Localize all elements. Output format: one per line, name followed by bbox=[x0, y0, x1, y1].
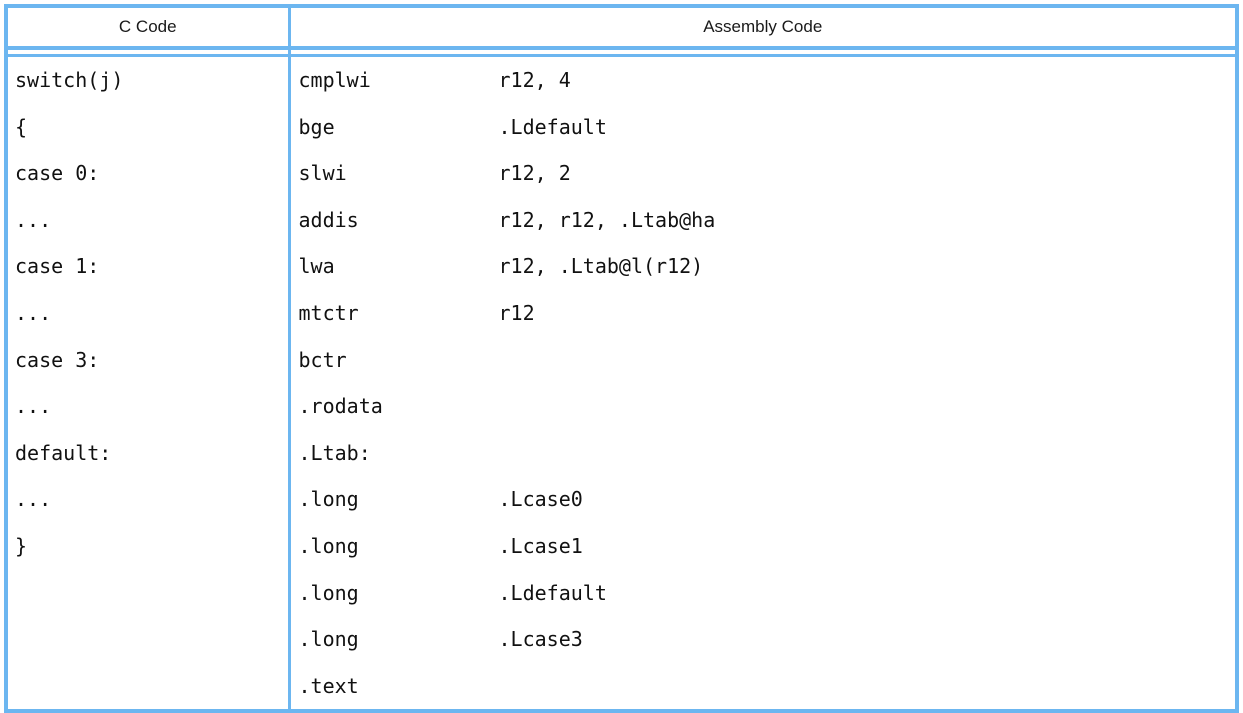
column-header-assembly-code: Assembly Code bbox=[289, 6, 1237, 50]
assembly-mnemonic: bctr bbox=[298, 347, 347, 372]
assembly-code-line: .long .Lcase1 bbox=[291, 523, 1236, 570]
assembly-mnemonic: .long bbox=[298, 580, 359, 605]
c-code-line bbox=[8, 570, 288, 617]
c-code-line-list: switch(j) { case 0:... case 1:... case 3:...… bbox=[8, 57, 288, 709]
c-code-line: ... bbox=[15, 394, 52, 419]
assembly-code-line: addis r12, r12, .Ltab@ha bbox=[291, 197, 1236, 244]
code-comparison-table-container: C Code Assembly Code switch(j) { case 0:..… bbox=[4, 4, 1239, 713]
header-rule-c-code bbox=[6, 48, 291, 57]
c-code-line: switch(j) bbox=[15, 68, 124, 92]
cell-c-code: switch(j) { case 0:... case 1:... case 3:...… bbox=[6, 55, 291, 712]
column-header-c-code: C Code bbox=[6, 6, 291, 50]
assembly-operands: .Ldefault bbox=[498, 114, 607, 139]
assembly-mnemonic: .Ltab: bbox=[298, 440, 371, 465]
c-code-line: default: bbox=[15, 440, 112, 465]
assembly-operands: r12, .Ltab@l(r12) bbox=[498, 254, 704, 279]
c-code-line: case 0: bbox=[15, 161, 100, 186]
assembly-operands: .Lcase0 bbox=[498, 487, 583, 512]
assembly-line-content: .text bbox=[291, 663, 1236, 710]
assembly-code-line: bctr bbox=[291, 337, 1236, 384]
c-code-line bbox=[8, 616, 288, 663]
assembly-mnemonic: lwa bbox=[298, 254, 335, 279]
assembly-mnemonic: .long bbox=[298, 487, 359, 512]
assembly-line-content: .long .Ldefault bbox=[291, 570, 1236, 617]
assembly-operands: .Lcase3 bbox=[498, 627, 583, 652]
c-code-line: ... bbox=[15, 487, 52, 512]
assembly-line-content: .long .Lcase1 bbox=[291, 523, 1236, 570]
assembly-code-line-list: cmplwi r12, 4 bge .Ldefault slwi r12, 2 addis r… bbox=[291, 57, 1236, 709]
assembly-line-content: cmplwi r12, 4 bbox=[291, 57, 1236, 104]
assembly-code-line: .rodata bbox=[291, 383, 1236, 430]
assembly-line-content: slwi r12, 2 bbox=[291, 150, 1236, 197]
assembly-code-line: slwi r12, 2 bbox=[291, 150, 1236, 197]
assembly-mnemonic: bge bbox=[298, 114, 335, 139]
assembly-operands: r12, 4 bbox=[498, 68, 571, 92]
assembly-line-content: addis r12, r12, .Ltab@ha bbox=[291, 197, 1236, 244]
assembly-line-content: bge .Ldefault bbox=[291, 104, 1236, 151]
c-code-line: { bbox=[15, 114, 28, 139]
assembly-line-content: mtctr r12 bbox=[291, 290, 1236, 337]
assembly-operands: .Ldefault bbox=[498, 580, 607, 605]
header-double-rule bbox=[6, 48, 1237, 57]
assembly-code-line: .long .Lcase0 bbox=[291, 476, 1236, 523]
assembly-mnemonic: .text bbox=[298, 673, 359, 698]
assembly-mnemonic: slwi bbox=[298, 161, 347, 186]
assembly-mnemonic: .long bbox=[298, 627, 359, 652]
cell-assembly-code: cmplwi r12, 4 bge .Ldefault slwi r12, 2 addis r… bbox=[289, 55, 1237, 712]
c-code-line: ... bbox=[15, 300, 52, 325]
assembly-code-line: .long .Lcase3 bbox=[291, 616, 1236, 663]
table-header: C Code Assembly Code bbox=[6, 6, 1237, 57]
assembly-mnemonic: .rodata bbox=[298, 394, 383, 419]
assembly-code-line: bge .Ldefault bbox=[291, 104, 1236, 151]
assembly-line-content: bctr bbox=[291, 337, 1236, 384]
assembly-operands: .Lcase1 bbox=[498, 533, 583, 558]
assembly-mnemonic: addis bbox=[298, 207, 359, 232]
assembly-code-line: .Ltab: bbox=[291, 430, 1236, 477]
code-comparison-table: C Code Assembly Code switch(j) { case 0:..… bbox=[4, 4, 1239, 713]
table-body-row: switch(j) { case 0:... case 1:... case 3:...… bbox=[6, 55, 1237, 712]
assembly-line-content: .long .Lcase3 bbox=[291, 616, 1236, 663]
assembly-line-content: .long .Lcase0 bbox=[291, 476, 1236, 523]
c-code-line: case 1: bbox=[15, 254, 100, 279]
assembly-code-line: cmplwi r12, 4 bbox=[291, 57, 1236, 104]
assembly-operands: r12, r12, .Ltab@ha bbox=[498, 207, 716, 232]
assembly-code-line: .long .Ldefault bbox=[291, 570, 1236, 617]
table-header-row: C Code Assembly Code bbox=[6, 6, 1237, 50]
assembly-mnemonic: cmplwi bbox=[298, 68, 371, 92]
assembly-operands: r12 bbox=[498, 300, 535, 325]
header-rule-assembly-code bbox=[289, 48, 1237, 57]
assembly-operands: r12, 2 bbox=[498, 161, 571, 186]
assembly-line-content: lwa r12, .Ltab@l(r12) bbox=[291, 243, 1236, 290]
assembly-mnemonic: mtctr bbox=[298, 300, 359, 325]
c-code-line: } bbox=[15, 533, 28, 558]
table-body: switch(j) { case 0:... case 1:... case 3:...… bbox=[6, 55, 1237, 712]
assembly-code-line: mtctr r12 bbox=[291, 290, 1236, 337]
c-code-line bbox=[8, 663, 288, 710]
c-code-line: case 3: bbox=[15, 347, 100, 372]
assembly-mnemonic: .long bbox=[298, 533, 359, 558]
c-code-line: ... bbox=[15, 207, 52, 232]
assembly-line-content: .rodata bbox=[291, 383, 1236, 430]
assembly-code-line: lwa r12, .Ltab@l(r12) bbox=[291, 243, 1236, 290]
assembly-line-content: .Ltab: bbox=[291, 430, 1236, 477]
assembly-code-line: .text bbox=[291, 663, 1236, 710]
